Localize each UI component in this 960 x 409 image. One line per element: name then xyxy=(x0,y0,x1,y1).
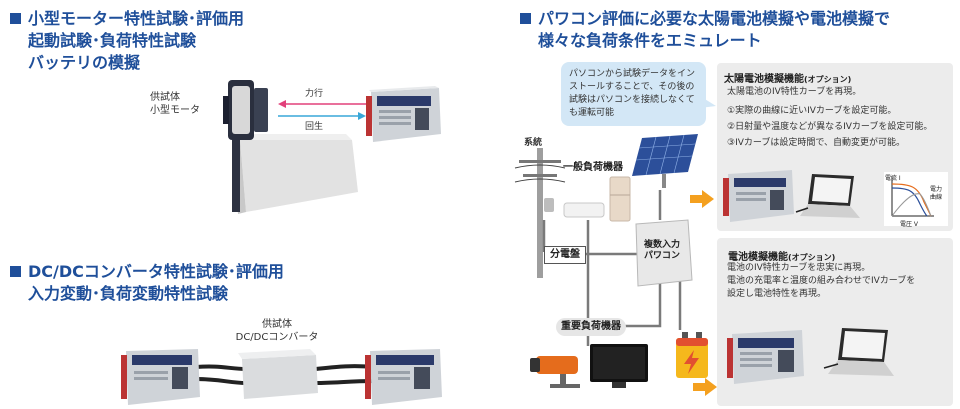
square-bullet-icon xyxy=(10,266,21,277)
dcdc-label: 供試体 DC/DCコンバータ xyxy=(222,318,332,344)
graph-y-label: 電流 I xyxy=(885,175,901,182)
label-line: DC/DCコンバータ xyxy=(235,332,319,343)
label-line: 供試体 xyxy=(262,319,292,330)
pcs-box-icon xyxy=(635,219,693,287)
heading-line: 入力変動･負荷変動特性試験 xyxy=(28,284,229,303)
laptop-icon xyxy=(823,328,894,376)
option-tag: (オプション) xyxy=(788,253,836,262)
solar-panel-icon xyxy=(632,134,698,188)
panel-line: 設定し電池特性を再現。 xyxy=(727,289,827,299)
panel-line: ①実際の曲線に近いIVカーブを設定可能。 xyxy=(727,106,897,116)
battery-panel-lines: 電池のIV特性カーブを忠実に再現。 電池の充電率と温度の組み合わせでIVカーブを… xyxy=(727,262,915,301)
arrow-label-regen: 回生 xyxy=(305,122,324,132)
arrow-label-power-run: 力行 xyxy=(305,89,324,99)
panel-line: 電池のIV特性カーブを忠実に再現。 xyxy=(727,263,871,273)
pcs-label-line: 複数入力 xyxy=(643,240,680,250)
tv-icon xyxy=(590,344,648,388)
label-line: 小型モータ xyxy=(150,105,200,116)
pcs-label: 複数入力 パワコン xyxy=(638,240,686,262)
heavy-load-label: 重要負荷機器 xyxy=(556,318,626,336)
pcs-label-line: パワコン xyxy=(643,251,680,261)
bubble-line: パソコンから試験データをイン xyxy=(569,69,696,79)
motor-bench-illustration xyxy=(223,80,358,214)
graph-power-label: 電力 曲線 xyxy=(930,186,943,201)
general-load-label: 一般負荷機器 xyxy=(563,162,623,173)
heading-dcdc-test: DC/DCコンバータ特性試験･評価用 入力変動･負荷変動特性試験 xyxy=(10,261,284,305)
dcdc-setup-illustration xyxy=(121,349,442,405)
bubble-line: 試験はパソコンを接続しなくて xyxy=(569,95,695,105)
heading-line: 起動試験･負荷特性試験 xyxy=(28,31,197,50)
utility-pole-icon xyxy=(514,148,566,278)
heading-line: 様々な負荷条件をエミュレート xyxy=(538,31,762,50)
battery-icon xyxy=(676,332,708,378)
battery-panel-title: 電池模擬機能(オプション) xyxy=(728,248,835,263)
bubble-tail xyxy=(700,96,716,108)
power-flow-arrows xyxy=(278,100,366,120)
grid-label: 系統 xyxy=(524,138,543,148)
power-supply-unit xyxy=(366,86,441,142)
panel-title-text: 太陽電池模擬機能 xyxy=(724,74,804,85)
info-bubble: パソコンから試験データをイン ストールすることで、その後の 試験はパソコンを接続… xyxy=(561,62,706,126)
orange-arrow-solar xyxy=(690,190,714,208)
power-supply-unit xyxy=(727,330,804,384)
panel-title-text: 電池模擬機能 xyxy=(728,252,788,263)
heading-line: バッテリの模擬 xyxy=(28,53,141,72)
graph-x-label: 電圧 V xyxy=(900,221,919,228)
option-tag: (オプション) xyxy=(804,75,852,84)
solar-panel-title: 太陽電池模擬機能(オプション) xyxy=(724,70,851,85)
motor-label: 供試体 小型モータ xyxy=(150,91,200,117)
panel-line: ②日射量や温度などが異なるIVカーブを設定可能。 xyxy=(727,122,933,132)
panel-line: 太陽電池のIV特性カーブを再現。 xyxy=(727,87,862,97)
orange-arrow-battery xyxy=(693,378,717,396)
label-line: 供試体 xyxy=(150,92,180,103)
heading-line: パワコン評価に必要な太陽電池模擬や電池模擬で xyxy=(538,9,891,28)
panel-line: ③IVカーブは設定時間で、自動変更が可能。 xyxy=(727,138,905,148)
square-bullet-icon xyxy=(10,13,21,24)
bubble-line: も運転可能 xyxy=(569,108,615,118)
heading-pcs-evaluation: パワコン評価に必要な太陽電池模擬や電池模擬で 様々な負荷条件をエミュレート xyxy=(520,8,890,52)
power-supply-unit xyxy=(723,170,794,222)
bubble-line: ストールすることで、その後の xyxy=(569,82,695,92)
security-camera-icon xyxy=(530,356,580,388)
appliances-icon xyxy=(563,176,631,222)
laptop-icon xyxy=(795,174,860,218)
wiring-lines xyxy=(542,190,682,346)
distribution-board-label: 分電盤 xyxy=(544,246,586,264)
solar-panel-lines: 太陽電池のIV特性カーブを再現。 ①実際の曲線に近いIVカーブを設定可能。 ②日… xyxy=(727,84,932,151)
iv-curve-graph xyxy=(884,172,948,226)
heading-motor-test: 小型モーター特性試験･評価用 起動試験･負荷特性試験 バッテリの模擬 xyxy=(10,8,244,74)
heading-line: 小型モーター特性試験･評価用 xyxy=(28,9,245,28)
panel-line: 電池の充電率と温度の組み合わせでIVカーブを xyxy=(727,276,916,286)
square-bullet-icon xyxy=(520,13,531,24)
heading-line: DC/DCコンバータ特性試験･評価用 xyxy=(28,262,284,281)
